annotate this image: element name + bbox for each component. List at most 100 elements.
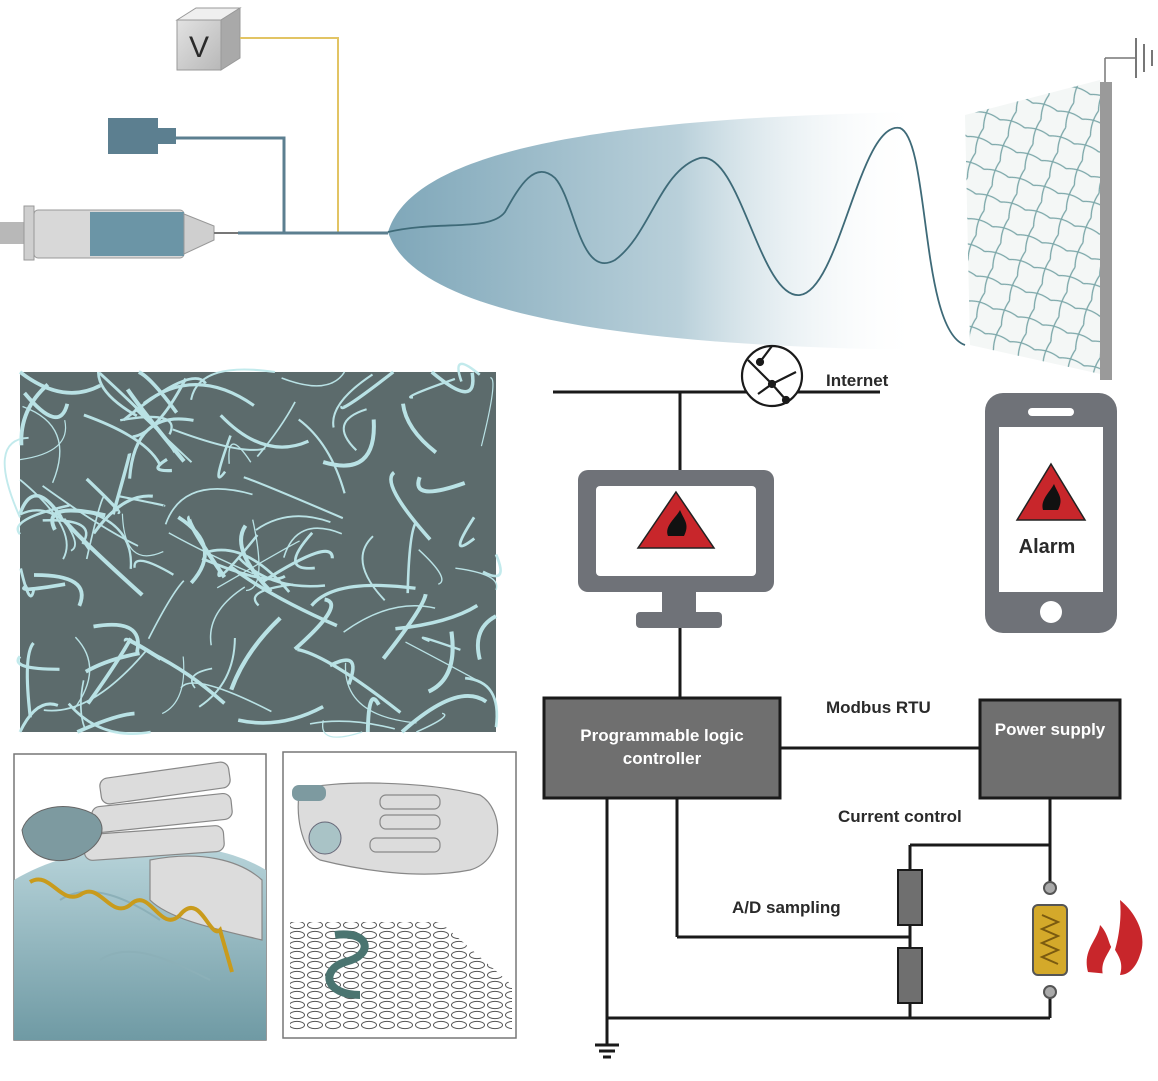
- nanofiber-strand: [42, 485, 139, 547]
- nanofiber-strand: [198, 637, 236, 708]
- shunt-resistors: [897, 869, 923, 1004]
- nanofiber-strand: [237, 705, 324, 725]
- nanofiber-strand: [19, 419, 67, 461]
- nanofiber-strand: [475, 614, 497, 660]
- nanofiber-strand: [400, 694, 488, 734]
- nanofiber-strand: [482, 553, 502, 578]
- grasped-sphere: [308, 821, 342, 855]
- nanofiber-strand: [161, 656, 185, 715]
- nanofiber-strand: [361, 535, 386, 601]
- nanofiber-strand: [243, 476, 344, 520]
- nanofiber-strand: [133, 559, 174, 576]
- smart-glove-panel: [13, 753, 267, 1041]
- electrospinning-setup: V: [0, 7, 1153, 380]
- nanofiber-strand: [340, 370, 395, 410]
- nanofiber-strand: [33, 573, 84, 607]
- nanofiber-strand: [16, 504, 70, 536]
- nanofiber-strand: [216, 540, 300, 589]
- alarm-label: Alarm: [1019, 536, 1076, 558]
- phone-alarm-warning-icon: [1015, 462, 1087, 521]
- nanofiber-strand: [120, 415, 173, 435]
- nanofiber-strand: [96, 371, 138, 418]
- nanofiber-strand: [19, 478, 68, 560]
- fiber-collector: [965, 38, 1153, 380]
- nanofiber-strand: [262, 549, 334, 583]
- nanofiber-strand: [18, 370, 102, 395]
- nanofiber-strand: [61, 517, 144, 597]
- robotic-hand-panel: [282, 751, 517, 1039]
- nanofiber-strand: [455, 567, 498, 591]
- nanofiber-strand: [190, 368, 276, 401]
- nanofiber-strand: [134, 407, 193, 463]
- nanofiber-strand: [172, 428, 266, 451]
- internet-globe-icon: [740, 344, 804, 408]
- nanofiber-strand: [309, 720, 396, 730]
- hexagonal-mesh-sensor: [290, 922, 512, 1034]
- nanofiber-strand: [430, 370, 475, 394]
- nanofiber-strand: [415, 712, 446, 733]
- nanofiber-strand: [156, 458, 172, 473]
- nanofiber-strand: [245, 519, 260, 592]
- nanofiber-strand: [204, 548, 291, 593]
- nanofiber-strand: [80, 680, 86, 729]
- nanofiber-strand: [92, 494, 153, 535]
- nanofiber-strand: [381, 593, 428, 660]
- ad-sampling-label: A/D sampling: [732, 898, 841, 917]
- nanofiber-strand: [342, 408, 367, 452]
- nanofiber-strand: [293, 597, 334, 651]
- nanofiber-strand: [256, 401, 296, 458]
- internet-label: Internet: [826, 371, 889, 390]
- nanofiber-strand: [187, 515, 227, 579]
- nanofiber-strand: [150, 651, 226, 705]
- nanofiber-strand: [111, 452, 132, 515]
- nanofiber-strand: [297, 647, 402, 714]
- nanofiber-strand: [228, 443, 252, 464]
- nanofiber-sem-image: [3, 362, 502, 738]
- nanofiber-strand: [217, 435, 232, 479]
- syringe-pump: [108, 118, 176, 154]
- nanofiber-strand: [480, 377, 494, 447]
- nanofiber-strand: [310, 583, 416, 607]
- resistor-upper: [897, 869, 923, 926]
- nanofiber-strand: [217, 534, 259, 577]
- nanofiber-strand: [332, 373, 374, 428]
- nanofiber-strand: [142, 383, 255, 407]
- nanofiber-strand: [83, 413, 162, 465]
- nanofiber-strand: [76, 711, 135, 734]
- nanofiber-strand: [16, 655, 60, 671]
- strain-sensor-fiber: [28, 877, 234, 973]
- jet-path: [387, 127, 966, 346]
- nanofiber-strand: [164, 488, 253, 525]
- nanofiber-strand: [344, 662, 417, 724]
- nanofiber-strand: [281, 371, 346, 387]
- nanofiber-strand: [67, 702, 151, 735]
- power-supply-box: Power supply: [978, 698, 1122, 800]
- current-control-label: Current control: [838, 807, 962, 826]
- nanofiber-strand: [92, 512, 133, 569]
- nanofiber-strand: [125, 388, 186, 463]
- control-circuit: [553, 390, 1052, 1059]
- voltage-source: V: [175, 7, 242, 71]
- resistor-lower: [897, 947, 923, 1004]
- heater-element: [1032, 881, 1068, 999]
- nanofiber-strand: [416, 476, 466, 494]
- nanofiber-strand: [343, 605, 436, 633]
- fire-icon: [1086, 900, 1143, 975]
- pump-tube: [176, 136, 286, 232]
- nanofiber-strand: [22, 582, 66, 592]
- monitor-icon: [578, 470, 774, 628]
- nanofiber-strand: [401, 403, 438, 454]
- alarm-warning-icon: [636, 490, 716, 549]
- plc-label-line1: Programmable logic: [580, 726, 743, 745]
- nanofiber-strand: [86, 637, 133, 705]
- nanofiber-strand: [238, 557, 326, 588]
- nanofiber-strand: [389, 471, 432, 541]
- nanofiber-strand: [464, 676, 499, 728]
- nanofiber-strand: [458, 516, 476, 548]
- modbus-label: Modbus RTU: [826, 698, 931, 717]
- nanofiber-strand: [427, 631, 455, 694]
- smartphone-icon: Alarm: [985, 393, 1117, 633]
- nanofiber-strand: [85, 477, 121, 514]
- nanofiber-strand: [329, 658, 355, 685]
